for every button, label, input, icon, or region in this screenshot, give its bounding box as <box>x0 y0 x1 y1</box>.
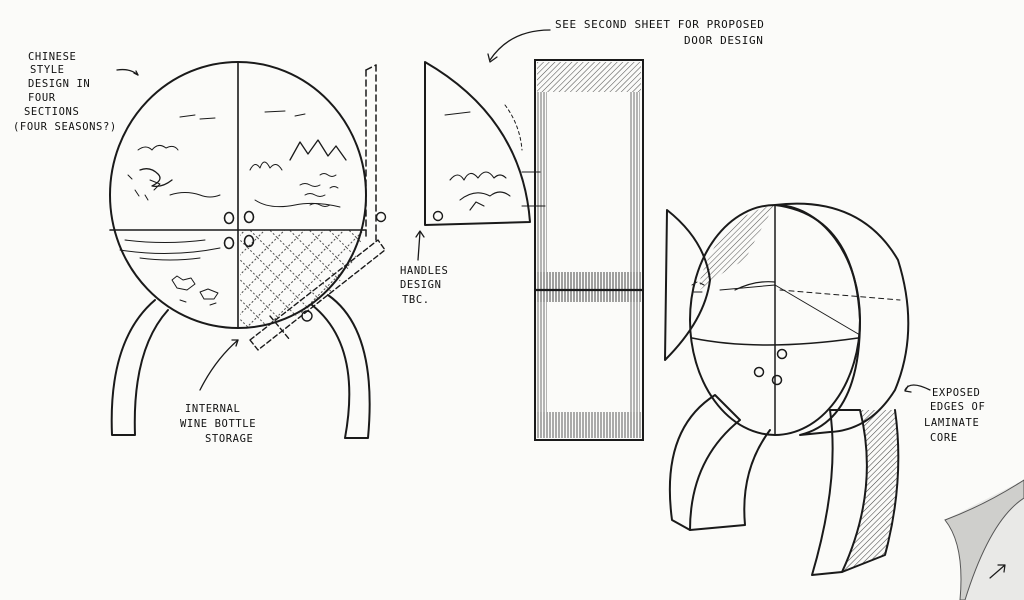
svg-text:STYLE: STYLE <box>30 64 65 76</box>
annotation-arrows <box>116 29 931 393</box>
perspective-handle-3 <box>771 374 783 386</box>
svg-text:FOUR: FOUR <box>28 92 56 104</box>
scenery-bottom-left <box>119 239 221 306</box>
side-handle <box>375 211 387 223</box>
handle-top-right <box>243 210 255 224</box>
perspective-open-door <box>664 209 711 361</box>
svg-text:TBC.: TBC. <box>402 294 430 306</box>
perspective-view <box>664 202 910 576</box>
svg-text:SEE SECOND SHEET FOR PROPOSED: SEE SECOND SHEET FOR PROPOSED <box>555 18 764 31</box>
arrow-handles <box>417 231 421 261</box>
rack-peg <box>301 310 313 322</box>
label-see-second-sheet: SEE SECOND SHEET FOR PROPOSED DOOR DESIG… <box>555 18 764 47</box>
scenery-top-right <box>249 110 347 208</box>
perspective-handle-1 <box>776 348 788 360</box>
arrow-see-second-sheet <box>489 29 551 61</box>
right-leg <box>311 294 371 439</box>
label-exposed-edges: EXPOSED EDGES OF LAMINATE CORE <box>924 387 985 444</box>
left-leg <box>110 299 169 436</box>
laminate-edge-band <box>774 202 910 436</box>
label-handles: HANDLES DESIGN TBC. <box>400 265 448 306</box>
door-panel-quarter <box>424 61 546 226</box>
svg-text:CHINESE: CHINESE <box>28 51 76 63</box>
page-curl <box>944 479 1024 600</box>
handle-bottom-right <box>243 234 255 248</box>
arrow-chinese-style <box>116 68 139 76</box>
label-internal-storage: INTERNAL WINE BOTTLE STORAGE <box>180 403 256 445</box>
svg-text:HANDLES: HANDLES <box>400 265 448 277</box>
svg-text:DOOR DESIGN: DOOR DESIGN <box>684 34 763 47</box>
svg-text:(FOUR SEASONS?): (FOUR SEASONS?) <box>13 121 117 133</box>
perspective-handle-2 <box>753 366 765 378</box>
handle-bottom-left <box>223 236 235 250</box>
svg-text:WINE BOTTLE: WINE BOTTLE <box>180 418 256 430</box>
arrow-exposed-edges <box>904 384 931 391</box>
svg-text:STORAGE: STORAGE <box>205 433 253 445</box>
arrow-internal-storage <box>199 339 239 391</box>
svg-text:SECTIONS: SECTIONS <box>24 106 79 118</box>
tall-side-elevation <box>533 59 645 441</box>
side-profile-dashed <box>365 64 377 241</box>
svg-text:DESIGN IN: DESIGN IN <box>28 78 90 90</box>
svg-text:DESIGN: DESIGN <box>400 279 442 291</box>
svg-text:EDGES OF: EDGES OF <box>930 401 985 413</box>
scenery-top-left <box>127 114 221 201</box>
wine-rack-lattice <box>240 230 366 329</box>
svg-text:EXPOSED: EXPOSED <box>932 387 980 399</box>
svg-text:INTERNAL: INTERNAL <box>185 403 240 415</box>
perspective-leg-left <box>668 394 741 531</box>
svg-text:CORE: CORE <box>930 432 958 444</box>
handle-top-left <box>223 211 235 225</box>
svg-text:LAMINATE: LAMINATE <box>924 417 979 429</box>
door-handles <box>223 210 255 250</box>
label-chinese-style: CHINESE STYLE DESIGN IN FOUR SECTIONS (F… <box>13 51 117 133</box>
front-elevation <box>109 61 387 439</box>
wine-rack-insert <box>249 239 386 351</box>
